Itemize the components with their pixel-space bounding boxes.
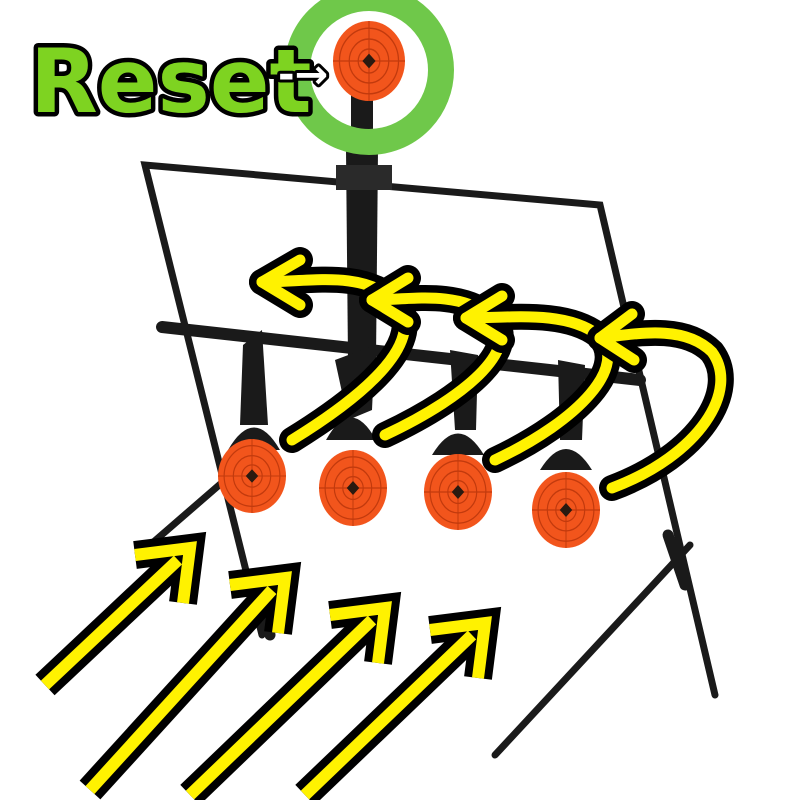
curved-left-arrow-icon <box>587 301 734 501</box>
frame-leg <box>146 476 229 549</box>
up-right-arrow-icon <box>295 606 502 800</box>
post-bracket <box>336 165 392 190</box>
up-right-arrow-icon <box>79 561 302 800</box>
reset-target-icon <box>333 21 405 101</box>
reset-highlight-ring <box>284 0 454 155</box>
return-arrows <box>249 247 734 501</box>
frame-foot <box>662 529 691 591</box>
up-right-arrow-icon <box>35 531 207 696</box>
shot-arrows <box>35 531 502 800</box>
reset-target <box>284 0 454 155</box>
up-right-arrow-icon <box>180 591 402 800</box>
reset-pointer-arrow: -→ <box>278 52 328 98</box>
paddle-target-icon <box>218 330 286 513</box>
frame-leg <box>491 541 694 759</box>
reset-label: Reset <box>30 30 312 133</box>
